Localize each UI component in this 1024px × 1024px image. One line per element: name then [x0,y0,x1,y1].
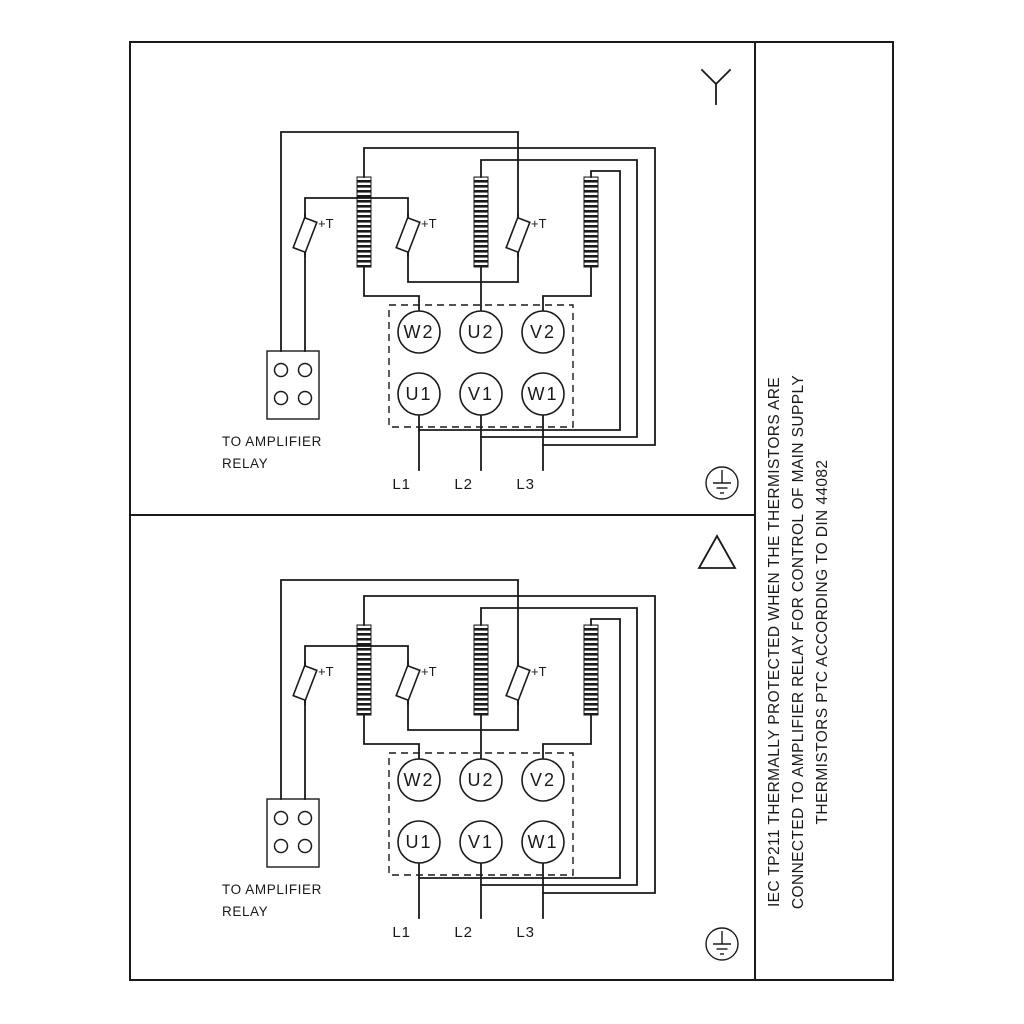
side-note-line3: THERMISTORS PTC ACCORDING TO DIN 44082 [814,460,831,825]
protective-earth-icon-bottom [705,927,739,961]
delta-connection-panel [221,579,656,942]
side-note-line1: IEC TP211 THERMALLY PROTECTED WHEN THE T… [766,377,783,907]
outer-border [129,41,894,981]
side-note-line2: CONNECTED TO AMPLIFIER RELAY FOR CONTROL… [790,375,807,909]
star-connection-icon [700,68,732,105]
protective-earth-icon-top [705,466,739,500]
side-note: IEC TP211 THERMALLY PROTECTED WHEN THE T… [766,375,831,909]
delta-connection-icon [697,534,737,569]
star-connection-panel [221,131,656,494]
